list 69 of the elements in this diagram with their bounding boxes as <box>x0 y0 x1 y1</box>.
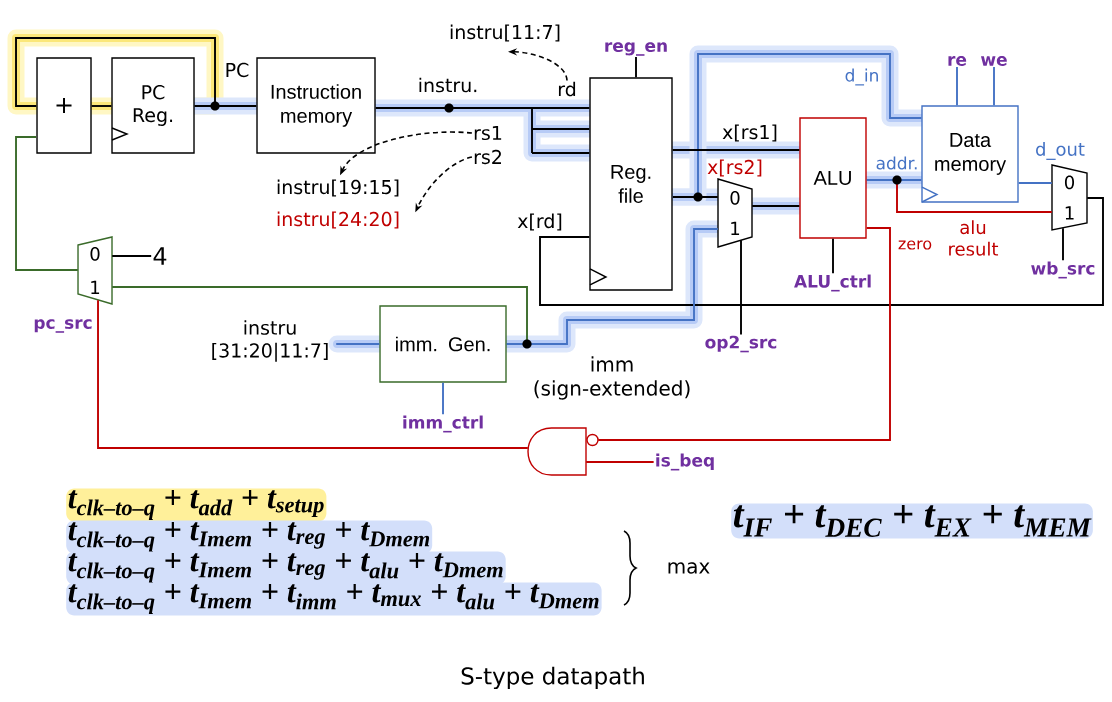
wire <box>671 196 719 198</box>
signal-label: op2_src <box>705 335 777 353</box>
wire <box>193 105 258 107</box>
process-box: imm. Gen. <box>379 305 507 383</box>
field-label: instru [31:20|11:7] <box>212 320 328 362</box>
wire <box>90 105 113 107</box>
wire <box>993 66 995 107</box>
formula: t$_{clk–to–q}$ + t$_{add}$ + t$_{setup}$ <box>66 488 327 522</box>
edge-label: x[rd] <box>517 213 562 231</box>
wire <box>111 255 153 257</box>
signal-label: we <box>981 56 1007 66</box>
caption: S-type datapath <box>461 666 644 690</box>
wire <box>15 136 79 271</box>
field-label: instru[11:7] <box>450 24 560 42</box>
multiplexer: 0 1 <box>1051 164 1088 231</box>
wire <box>442 381 444 416</box>
wire-label: rs2 <box>474 149 501 165</box>
formula: t$_{clk–to–q}$ + t$_{Imem}$ + t$_{reg}$ + t$_{Dmem}$ <box>66 520 433 554</box>
wire <box>374 107 591 154</box>
wire <box>865 179 923 181</box>
text-label: max <box>668 562 710 574</box>
wire <box>15 37 216 107</box>
memory-box: Instruction memory <box>256 57 376 154</box>
edge-label: addr. <box>876 156 917 170</box>
wire-label: rs1 <box>474 125 502 141</box>
wire <box>597 227 891 441</box>
edge-label: x[rs1] <box>722 124 777 142</box>
wire <box>740 239 742 336</box>
wire <box>1017 182 1053 184</box>
field-label: instru[24:20] <box>277 211 399 229</box>
wire <box>671 149 801 151</box>
wire <box>585 461 655 463</box>
signal-label: reg_en <box>605 42 667 56</box>
memory-box: Data memory <box>921 105 1019 203</box>
signal-label: imm_ctrl <box>403 415 483 433</box>
edge-label: instru. <box>419 77 477 93</box>
signal-label: ALU_ctrl <box>794 274 871 292</box>
wire-label: rd <box>558 81 576 97</box>
signal-label: re <box>948 56 967 66</box>
constant-label: 4 <box>153 247 167 265</box>
edge-label: imm (sign-extended) <box>534 356 690 400</box>
edge-label: d_in <box>845 68 878 86</box>
formula: t$_{IF}$ + t$_{DEC}$ + t$_{EX}$ + t$_{MEM}$ <box>731 503 1093 539</box>
wire <box>956 66 958 107</box>
edge-label: zero <box>898 240 932 250</box>
wire <box>97 299 529 449</box>
edge-label: d_out <box>1036 142 1085 160</box>
wire <box>832 237 834 275</box>
wire <box>635 56 637 79</box>
register-box: PC Reg. <box>111 57 195 154</box>
edge-label: PC <box>226 62 249 78</box>
wire <box>335 343 381 345</box>
register-file-box: Reg. file <box>589 77 673 291</box>
field-label: instru[19:15] <box>277 179 399 197</box>
and-gate <box>527 427 599 476</box>
multiplexer: 0 1 <box>77 236 113 305</box>
signal-label: wb_src <box>1031 261 1095 279</box>
wire <box>1062 227 1064 262</box>
adder-box: + <box>36 57 92 154</box>
formula: t$_{clk–to–q}$ + t$_{Imem}$ + t$_{imm}$ + t$_{mux}$ + t$_{alu}$ + t$_{Dmem}$ <box>66 582 602 616</box>
signal-label: is_beq <box>656 453 714 471</box>
edge-label: alu result <box>949 220 999 256</box>
alu-box: ALU <box>799 117 867 239</box>
edge-label: x[rs2] <box>707 159 762 177</box>
wire <box>751 205 801 207</box>
signal-label: pc_src <box>34 319 92 333</box>
wire <box>539 197 1104 306</box>
multiplexer: 0 1 <box>717 178 753 248</box>
wire <box>505 228 719 345</box>
